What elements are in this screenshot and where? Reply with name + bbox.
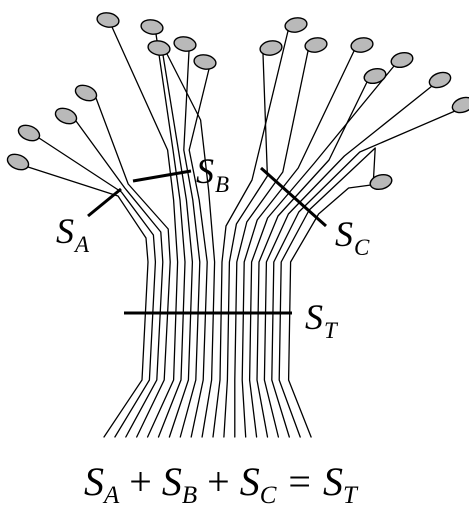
leaf-node (74, 84, 98, 102)
fiber-line (75, 120, 164, 438)
leaf-node (17, 124, 41, 142)
fiber-line (155, 33, 186, 438)
fiber-line (95, 97, 171, 438)
fiber-line (263, 85, 433, 438)
fiber-line (38, 137, 157, 438)
fiber-line (234, 50, 309, 438)
leaf-node (390, 51, 414, 69)
fiber-line (179, 50, 201, 438)
fiber-line (256, 81, 368, 438)
fiber-line (271, 110, 456, 438)
fiber-line (166, 53, 216, 438)
leaf-node (369, 173, 393, 191)
leaf-node (193, 54, 217, 70)
cut-lines (87, 166, 327, 315)
label-s-t: ST (305, 297, 339, 343)
leaf-node (363, 67, 387, 85)
fiber-line (278, 147, 376, 438)
fiber-line (223, 53, 269, 438)
leaf-node (96, 12, 120, 28)
cut-line-b (132, 169, 192, 183)
fiber-line (241, 50, 355, 438)
cut-line-a (87, 187, 122, 218)
leaf-node (173, 36, 197, 52)
fiber-lines (27, 26, 456, 438)
leaf-node (428, 71, 452, 89)
leaf-node (304, 37, 328, 53)
fiber-line (188, 68, 210, 438)
leaf-node (6, 153, 30, 171)
label-s-a: SA (56, 211, 90, 257)
label-s-c: SC (335, 214, 370, 260)
fiber-line (248, 65, 395, 438)
leaf-node (140, 19, 164, 35)
leaf-node (147, 40, 171, 56)
fiber-line (287, 184, 372, 438)
fiber-line (162, 54, 194, 438)
label-s-b: SB (196, 151, 229, 197)
cut-line-c (260, 166, 327, 228)
leaf-node (350, 37, 374, 53)
leaf-node (284, 17, 308, 33)
fiber-line (27, 166, 149, 438)
fiber-line (111, 26, 179, 438)
fiber-line (212, 30, 289, 438)
leaf-node (259, 40, 283, 56)
equation: SA+SB+SC=ST (84, 459, 359, 507)
leaf-node (451, 96, 469, 114)
leaf-node (54, 107, 78, 125)
leaf-nodes (6, 12, 469, 191)
